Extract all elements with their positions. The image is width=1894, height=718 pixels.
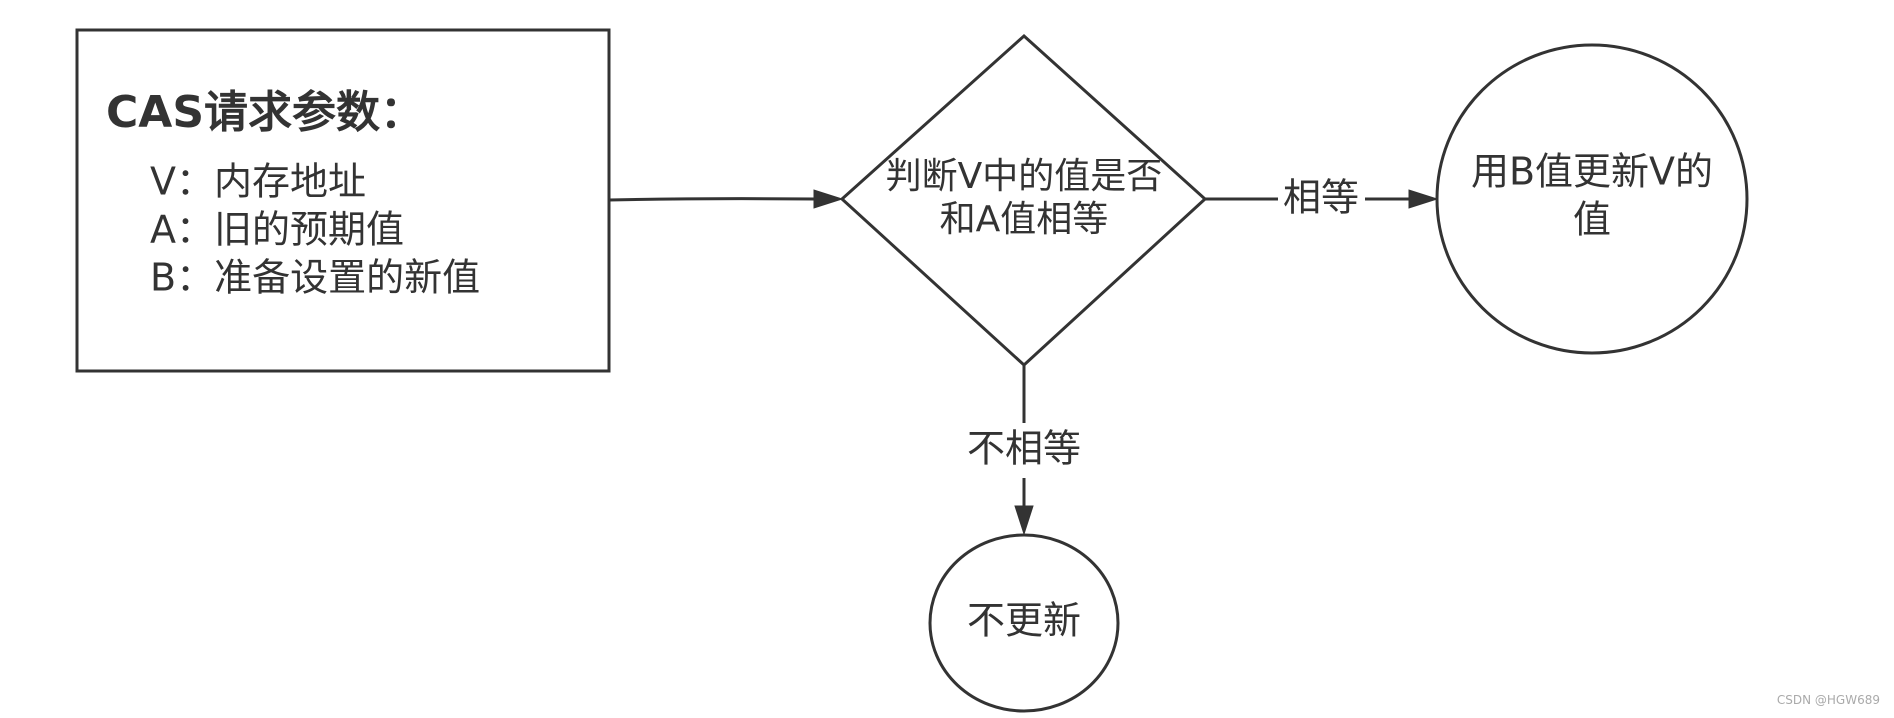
edge-not-equal-label: 不相等	[967, 427, 1081, 471]
edge-not-equal: 不相等	[967, 365, 1081, 536]
update-node-text-line-1: 用B值更新V的	[1471, 150, 1713, 194]
decision-text-line-1: 判断V中的值是否	[886, 156, 1163, 197]
update-node-text-line-2: 值	[1573, 198, 1611, 242]
update-node-circle	[1435, 43, 1749, 355]
watermark: CSDN @HGW689	[1777, 693, 1880, 707]
params-box: CAS请求参数： V：内存地址 A：旧的预期值 B：准备设置的新值	[75, 28, 611, 373]
decision-node: 判断V中的值是否 和A值相等	[839, 33, 1208, 368]
no-update-node-circle	[928, 533, 1120, 713]
update-node: 用B值更新V的 值	[1435, 43, 1749, 355]
arrowhead-right-icon	[1408, 189, 1439, 209]
params-line-b: B：准备设置的新值	[150, 256, 480, 300]
decision-text-line-2: 和A值相等	[940, 199, 1109, 240]
arrowhead-down-icon	[1014, 505, 1034, 536]
params-line-v: V：内存地址	[150, 160, 366, 204]
params-box-title: CAS请求参数：	[106, 87, 424, 138]
edge-equal-label: 相等	[1283, 176, 1359, 220]
no-update-node-label: 不更新	[967, 599, 1081, 643]
params-box-frame	[75, 28, 611, 373]
params-line-a: A：旧的预期值	[150, 208, 404, 252]
edge-equal: 相等	[1205, 176, 1439, 220]
no-update-node: 不更新	[928, 533, 1120, 713]
edge-box-to-decision	[608, 189, 844, 209]
arrowhead-right-icon	[813, 189, 844, 209]
edge-box-to-decision-line	[608, 197, 817, 202]
